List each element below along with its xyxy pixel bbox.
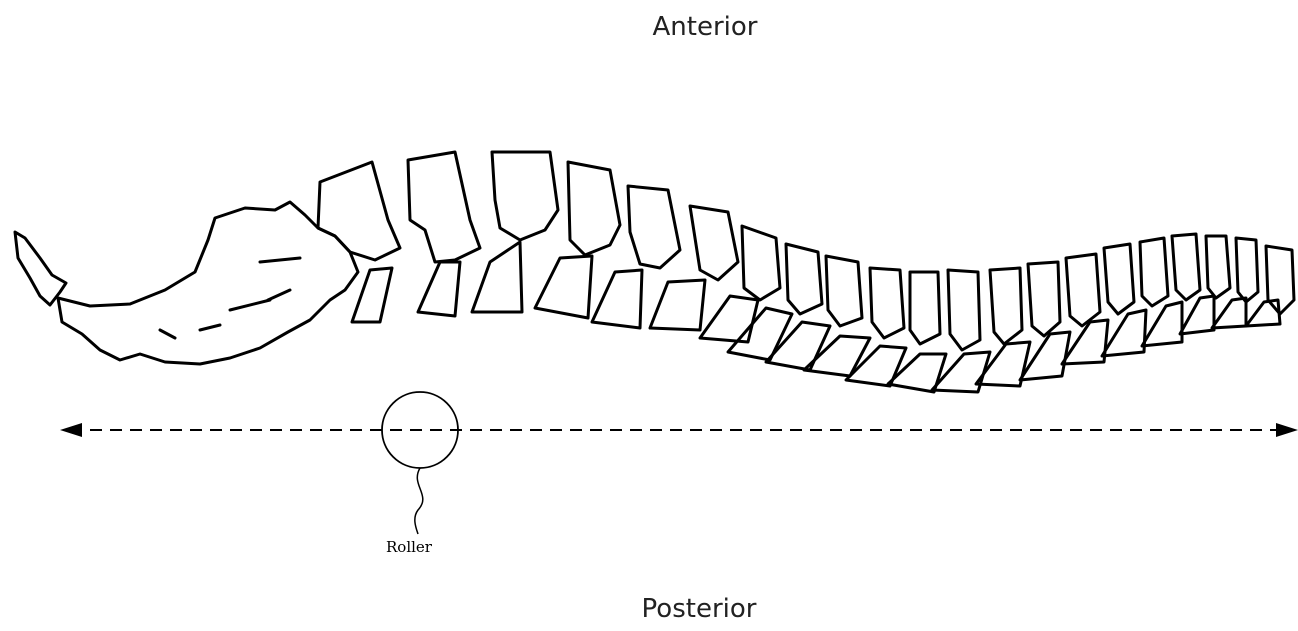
vertebra-l3 — [492, 152, 558, 240]
roller-leader-line — [415, 468, 423, 534]
motion-axis-arrow — [60, 423, 1298, 437]
vertebra-l2 — [568, 162, 620, 255]
coccyx — [15, 232, 66, 305]
vertebra-l4 — [408, 152, 480, 262]
vertebra-l5 — [318, 162, 400, 260]
roller-label: Roller — [386, 538, 432, 556]
vertebra-l1 — [628, 186, 680, 268]
sacrum — [58, 202, 358, 364]
posterior-label: Posterior — [50, 594, 1298, 624]
